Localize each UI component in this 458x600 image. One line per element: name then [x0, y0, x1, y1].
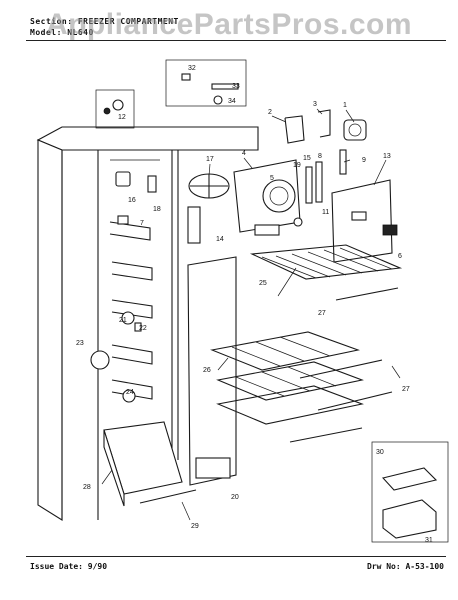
ice-bin: [103, 421, 197, 507]
drawing-number: Drw No: A-53-100: [366, 562, 444, 571]
callout-34: 34: [228, 98, 236, 105]
header-divider: [26, 40, 446, 41]
footer-divider: [26, 556, 446, 557]
model-number: Model: NL640: [30, 28, 94, 37]
callout-12: 12: [118, 114, 126, 121]
callout-32: 32: [188, 65, 196, 72]
small-parts-top: [284, 109, 367, 204]
hardware-parts: [90, 311, 142, 403]
callout-2: 2: [268, 109, 272, 116]
lower-wire-shelves: [210, 331, 393, 443]
upper-wire-shelf: [249, 244, 403, 301]
callout-30: 30: [376, 449, 384, 456]
callout-23: 23: [76, 340, 84, 347]
callout-27b: 27: [402, 386, 410, 393]
cabinet: [36, 126, 259, 521]
callout-14: 14: [216, 236, 224, 243]
fan-motor-bracket: [188, 159, 303, 236]
callout-33: 33: [232, 83, 240, 90]
issue-date: Issue Date: 9/90: [30, 562, 108, 571]
callout-1: 1: [343, 102, 347, 109]
callout-15: 15: [303, 155, 311, 162]
callout-16: 16: [128, 197, 136, 204]
ice-tray-inset: [371, 441, 449, 543]
control-parts: [115, 171, 201, 244]
callout-3: 3: [313, 101, 317, 108]
callout-19: 19: [293, 162, 301, 169]
callout-27a: 27: [318, 310, 326, 317]
callout-5: 5: [270, 175, 274, 182]
callout-29: 29: [191, 523, 199, 530]
callout-26: 26: [203, 367, 211, 374]
callout-24: 24: [126, 389, 134, 396]
callout-25: 25: [259, 280, 267, 287]
callout-8: 8: [318, 153, 322, 160]
callout-18: 18: [153, 206, 161, 213]
watermark: AppliancePartsPros.com: [45, 8, 413, 41]
callout-4: 4: [242, 150, 246, 157]
callout-20: 20: [231, 494, 239, 501]
callout-22: 22: [139, 325, 147, 332]
callout-17: 17: [206, 156, 214, 163]
callout-7: 7: [140, 220, 144, 227]
evaporator-cover: [331, 179, 398, 263]
callout-labels: 1 2 3 4 5 6 7 8 9 11 12 13 14 15 16 17 1…: [76, 65, 433, 544]
callout-11: 11: [322, 209, 329, 216]
callout-31: 31: [425, 537, 433, 544]
interior-rails: [109, 221, 153, 400]
callout-6: 6: [398, 253, 402, 260]
light-socket-detail: [95, 59, 247, 129]
section-title: Section: FREEZER COMPARTMENT: [30, 17, 179, 26]
callout-13: 13: [383, 153, 391, 160]
callout-28: 28: [83, 484, 91, 491]
leader-lines: [101, 108, 401, 521]
callout-21: 21: [119, 317, 127, 324]
callout-9: 9: [362, 157, 366, 164]
